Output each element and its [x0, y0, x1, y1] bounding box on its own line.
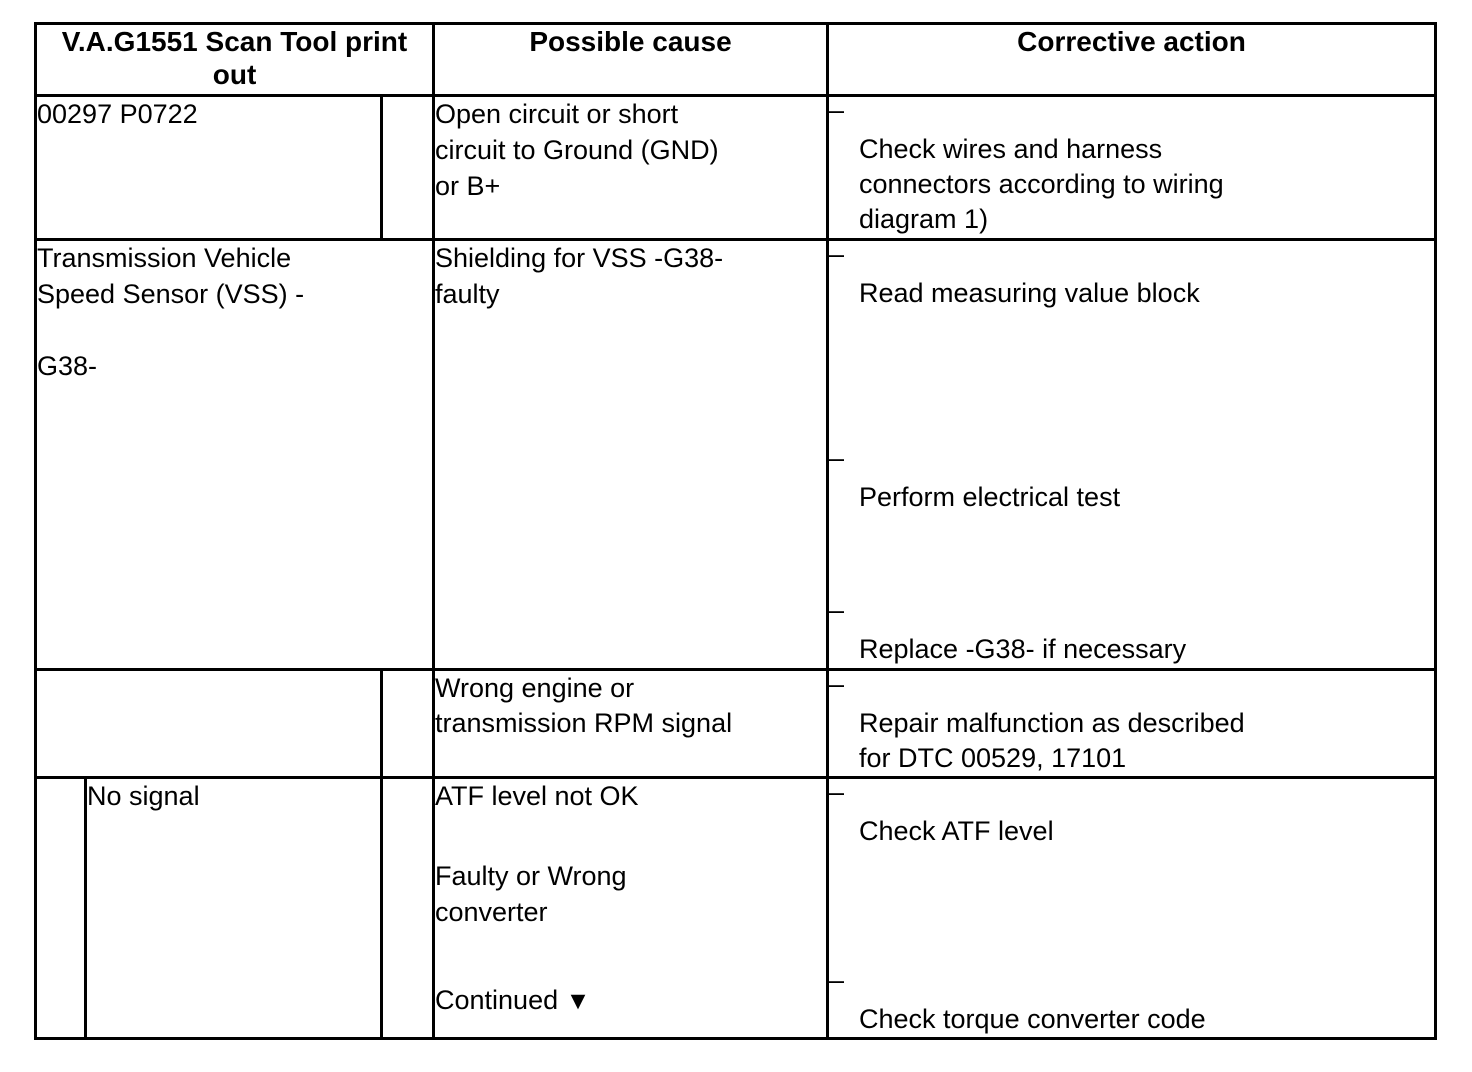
corrective-action-item: –Check wires and harness connectors acco… [829, 95, 1434, 237]
bullet-dash-icon: – [829, 239, 845, 269]
possible-cause-text: Wrong engine or transmission RPM signal [435, 672, 733, 739]
corrective-action-item: –Perform electrical test [829, 443, 1434, 515]
corrective-action-item: –Read measuring value block [829, 239, 1434, 311]
continued-indicator: Continued ▼ [435, 983, 826, 1019]
bullet-dash-icon: – [829, 965, 845, 996]
printout-text: Transmission Vehicle Speed Sensor (VSS) … [37, 243, 305, 381]
table-row: Transmission Vehicle Speed Sensor (VSS) … [34, 238, 1437, 671]
cell-printout-no-signal: No signal [84, 775, 383, 1041]
corrective-action-text: Check wires and harness connectors accor… [859, 134, 1224, 235]
possible-cause-text: Shielding for VSS -G38- faulty [435, 243, 724, 309]
corrective-action-text: Perform electrical test [859, 482, 1121, 513]
corrective-action-text: Check ATF level [859, 815, 1054, 846]
column-header-possible-cause: Possible cause [432, 22, 829, 97]
column-header-scan-tool-printout: V.A.G1551 Scan Tool print out [34, 22, 435, 97]
printout-text: 00297 P0722 [37, 99, 198, 129]
table-row: Wrong engine or transmission RPM signal … [34, 667, 1437, 779]
cell-printout-sub-wrong-rpm [380, 667, 435, 779]
cell-corrective-action-00297: –Check wires and harness connectors acco… [826, 94, 1437, 241]
table-row: No signal ATF level not OK Faulty or Wro… [34, 775, 1437, 1041]
cell-printout-marker-no-signal [34, 775, 87, 1041]
corrective-action-item: –Replace -G38- if necessary [829, 595, 1434, 667]
bullet-dash-icon: – [829, 668, 845, 699]
corrective-action-list: –Read measuring value block –Perform ele… [829, 239, 1434, 668]
corrective-action-list: –Check wires and harness connectors acco… [829, 95, 1434, 237]
corrective-action-item: –Check ATF level [829, 777, 1434, 849]
cell-corrective-action-vss-g38: –Read measuring value block –Perform ele… [826, 238, 1437, 671]
corrective-action-text: Repair malfunction as described for DTC … [859, 707, 1245, 773]
cell-printout-spacer-no-signal [380, 775, 435, 1041]
continued-label: Continued [435, 984, 559, 1015]
printout-sub-text: No signal [87, 780, 200, 811]
possible-cause-text-secondary: Faulty or Wrong converter [435, 860, 627, 927]
corrective-action-list: –Check ATF level –Check torque converter… [829, 777, 1434, 1037]
cell-possible-cause-00297: Open circuit or short circuit to Ground … [432, 94, 829, 241]
corrective-action-text: Read measuring value block [859, 278, 1200, 309]
table-header-row: V.A.G1551 Scan Tool print out Possible c… [34, 22, 1437, 97]
cell-printout-vss-g38: Transmission Vehicle Speed Sensor (VSS) … [34, 238, 435, 671]
bullet-dash-icon: – [829, 443, 845, 474]
possible-cause-text: ATF level not OK [435, 780, 639, 811]
corrective-action-item: –Repair malfunction as described for DTC… [829, 669, 1434, 776]
bullet-dash-icon: – [829, 95, 845, 125]
cell-corrective-action-no-signal: –Check ATF level –Check torque converter… [826, 775, 1437, 1041]
cell-possible-cause-wrong-rpm: Wrong engine or transmission RPM signal [432, 667, 829, 779]
cell-printout-sub-00297 [380, 94, 435, 241]
corrective-action-text: Check torque converter code [859, 1004, 1206, 1035]
cell-printout-00297: 00297 P0722 [34, 94, 383, 241]
caret-down-icon: ▼ [565, 986, 591, 1015]
cell-possible-cause-no-signal: ATF level not OK Faulty or Wrong convert… [432, 775, 829, 1041]
column-header-corrective-action: Corrective action [826, 22, 1437, 97]
corrective-action-text: Replace -G38- if necessary [859, 634, 1187, 665]
bullet-dash-icon: – [829, 595, 845, 626]
cell-possible-cause-vss-g38: Shielding for VSS -G38- faulty [432, 238, 829, 671]
table-row: 00297 P0722 Open circuit or short circui… [34, 94, 1437, 241]
bullet-dash-icon: – [829, 776, 845, 807]
cell-corrective-action-wrong-rpm: –Repair malfunction as described for DTC… [826, 667, 1437, 779]
corrective-action-list: –Repair malfunction as described for DTC… [829, 669, 1434, 776]
cell-printout-wrong-rpm [34, 667, 383, 779]
corrective-action-item: –Check torque converter code [829, 965, 1434, 1037]
dtc-table: V.A.G1551 Scan Tool print out Possible c… [34, 22, 1437, 1041]
possible-cause-text: Open circuit or short circuit to Ground … [435, 99, 719, 201]
